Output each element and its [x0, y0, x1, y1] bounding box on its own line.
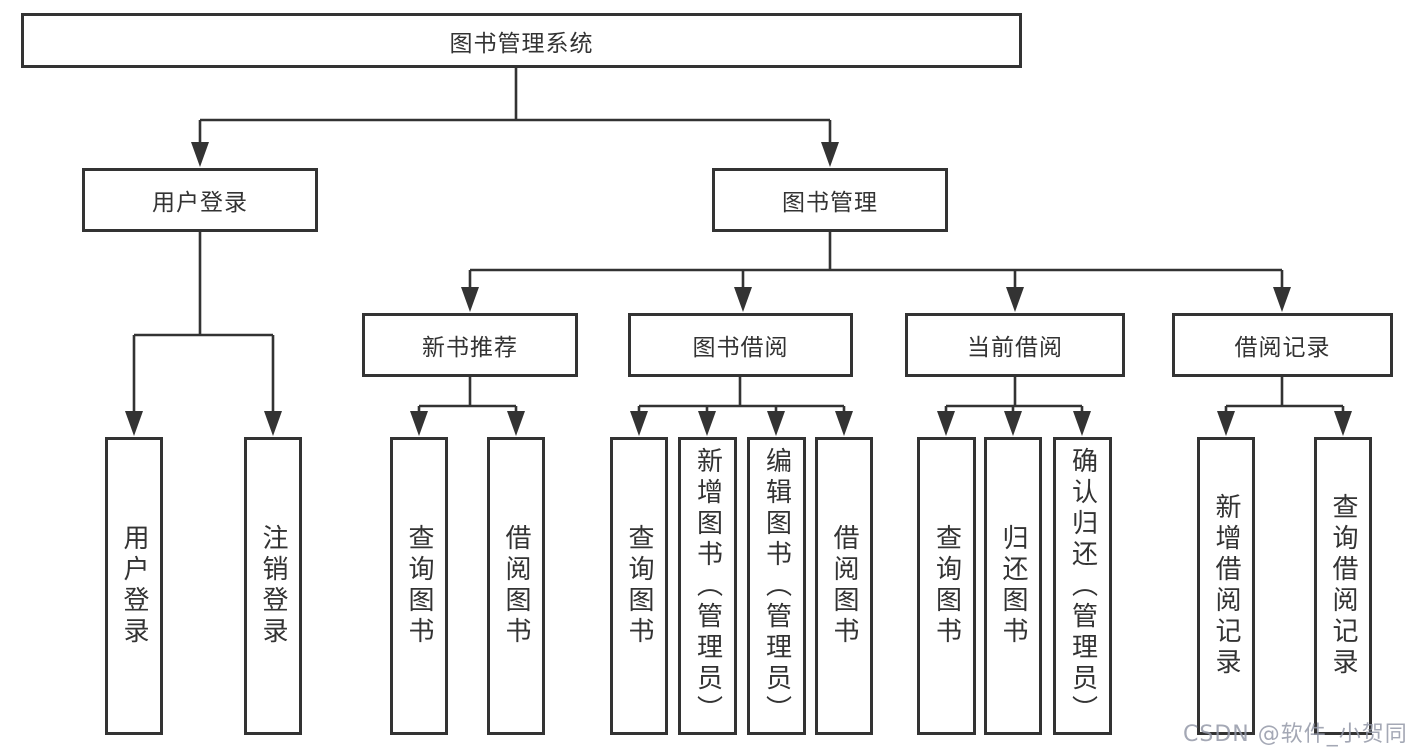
csdn-watermark: CSDN @软件_小贺同学: [1183, 722, 1405, 747]
node-root-label: 图书管理系统: [449, 30, 594, 57]
leaf-borrow-books-borrowing: 借阅图书: [815, 437, 873, 735]
connector-book-borrowing-to-children: [630, 377, 853, 436]
node-book-management-label: 图书管理: [782, 190, 878, 216]
leaf-logout-label: 注销登录: [258, 524, 288, 648]
connector-root-to-level2: [191, 68, 839, 167]
node-book-borrowing: 图书借阅: [628, 313, 853, 377]
leaf-query-books-recommend: 查询图书: [390, 437, 448, 735]
connector-new-book-recommend-to-children: [410, 377, 525, 436]
connector-book-management-to-level3: [461, 232, 1291, 312]
leaf-logout: 注销登录: [244, 437, 302, 735]
node-user-login: 用户登录: [82, 168, 318, 232]
leaf-add-borrow-record: 新增借阅记录: [1197, 437, 1255, 735]
leaf-query-books-recommend-label: 查询图书: [404, 524, 434, 648]
leaf-edit-book-admin-label: 编辑图书（管理员）: [761, 446, 792, 726]
node-current-borrowing: 当前借阅: [905, 313, 1125, 377]
leaf-query-books-borrowing: 查询图书: [610, 437, 668, 735]
node-root-library-management-system: 图书管理系统: [21, 13, 1022, 68]
leaf-return-book: 归还图书: [984, 437, 1042, 735]
node-user-login-label: 用户登录: [152, 190, 248, 216]
leaf-add-book-admin: 新增图书（管理员）: [678, 437, 737, 735]
node-new-book-recommend: 新书推荐: [362, 313, 578, 377]
leaf-edit-book-admin: 编辑图书（管理员）: [747, 437, 806, 735]
node-borrowing-records: 借阅记录: [1172, 313, 1393, 377]
leaf-confirm-return-admin: 确认归还（管理员）: [1053, 437, 1112, 735]
node-new-book-recommend-label: 新书推荐: [422, 335, 518, 361]
leaf-add-borrow-record-label: 新增借阅记录: [1211, 493, 1241, 679]
leaf-query-borrow-record-label: 查询借阅记录: [1328, 493, 1358, 679]
leaf-user-login-label: 用户登录: [119, 524, 149, 648]
leaf-query-books-current: 查询图书: [917, 437, 976, 735]
leaf-query-books-current-label: 查询图书: [931, 524, 962, 648]
leaf-confirm-return-admin-label: 确认归还（管理员）: [1067, 446, 1098, 726]
node-book-borrowing-label: 图书借阅: [692, 335, 789, 361]
leaf-borrow-books-recommend-label: 借阅图书: [501, 524, 531, 648]
connector-borrowing-records-to-children: [1217, 377, 1352, 436]
leaf-borrow-books-recommend: 借阅图书: [487, 437, 545, 735]
leaf-borrow-books-borrowing-label: 借阅图书: [829, 524, 859, 648]
connector-user-login-to-children: [125, 232, 282, 436]
leaf-query-books-borrowing-label: 查询图书: [624, 524, 654, 648]
node-borrowing-records-label: 借阅记录: [1234, 335, 1331, 361]
leaf-query-borrow-record: 查询借阅记录: [1314, 437, 1372, 735]
connector-current-borrowing-to-children: [937, 377, 1091, 436]
node-current-borrowing-label: 当前借阅: [967, 335, 1063, 361]
leaf-return-book-label: 归还图书: [998, 524, 1028, 648]
node-book-management: 图书管理: [712, 168, 948, 232]
leaf-user-login: 用户登录: [105, 437, 163, 735]
leaf-add-book-admin-label: 新增图书（管理员）: [692, 446, 723, 726]
